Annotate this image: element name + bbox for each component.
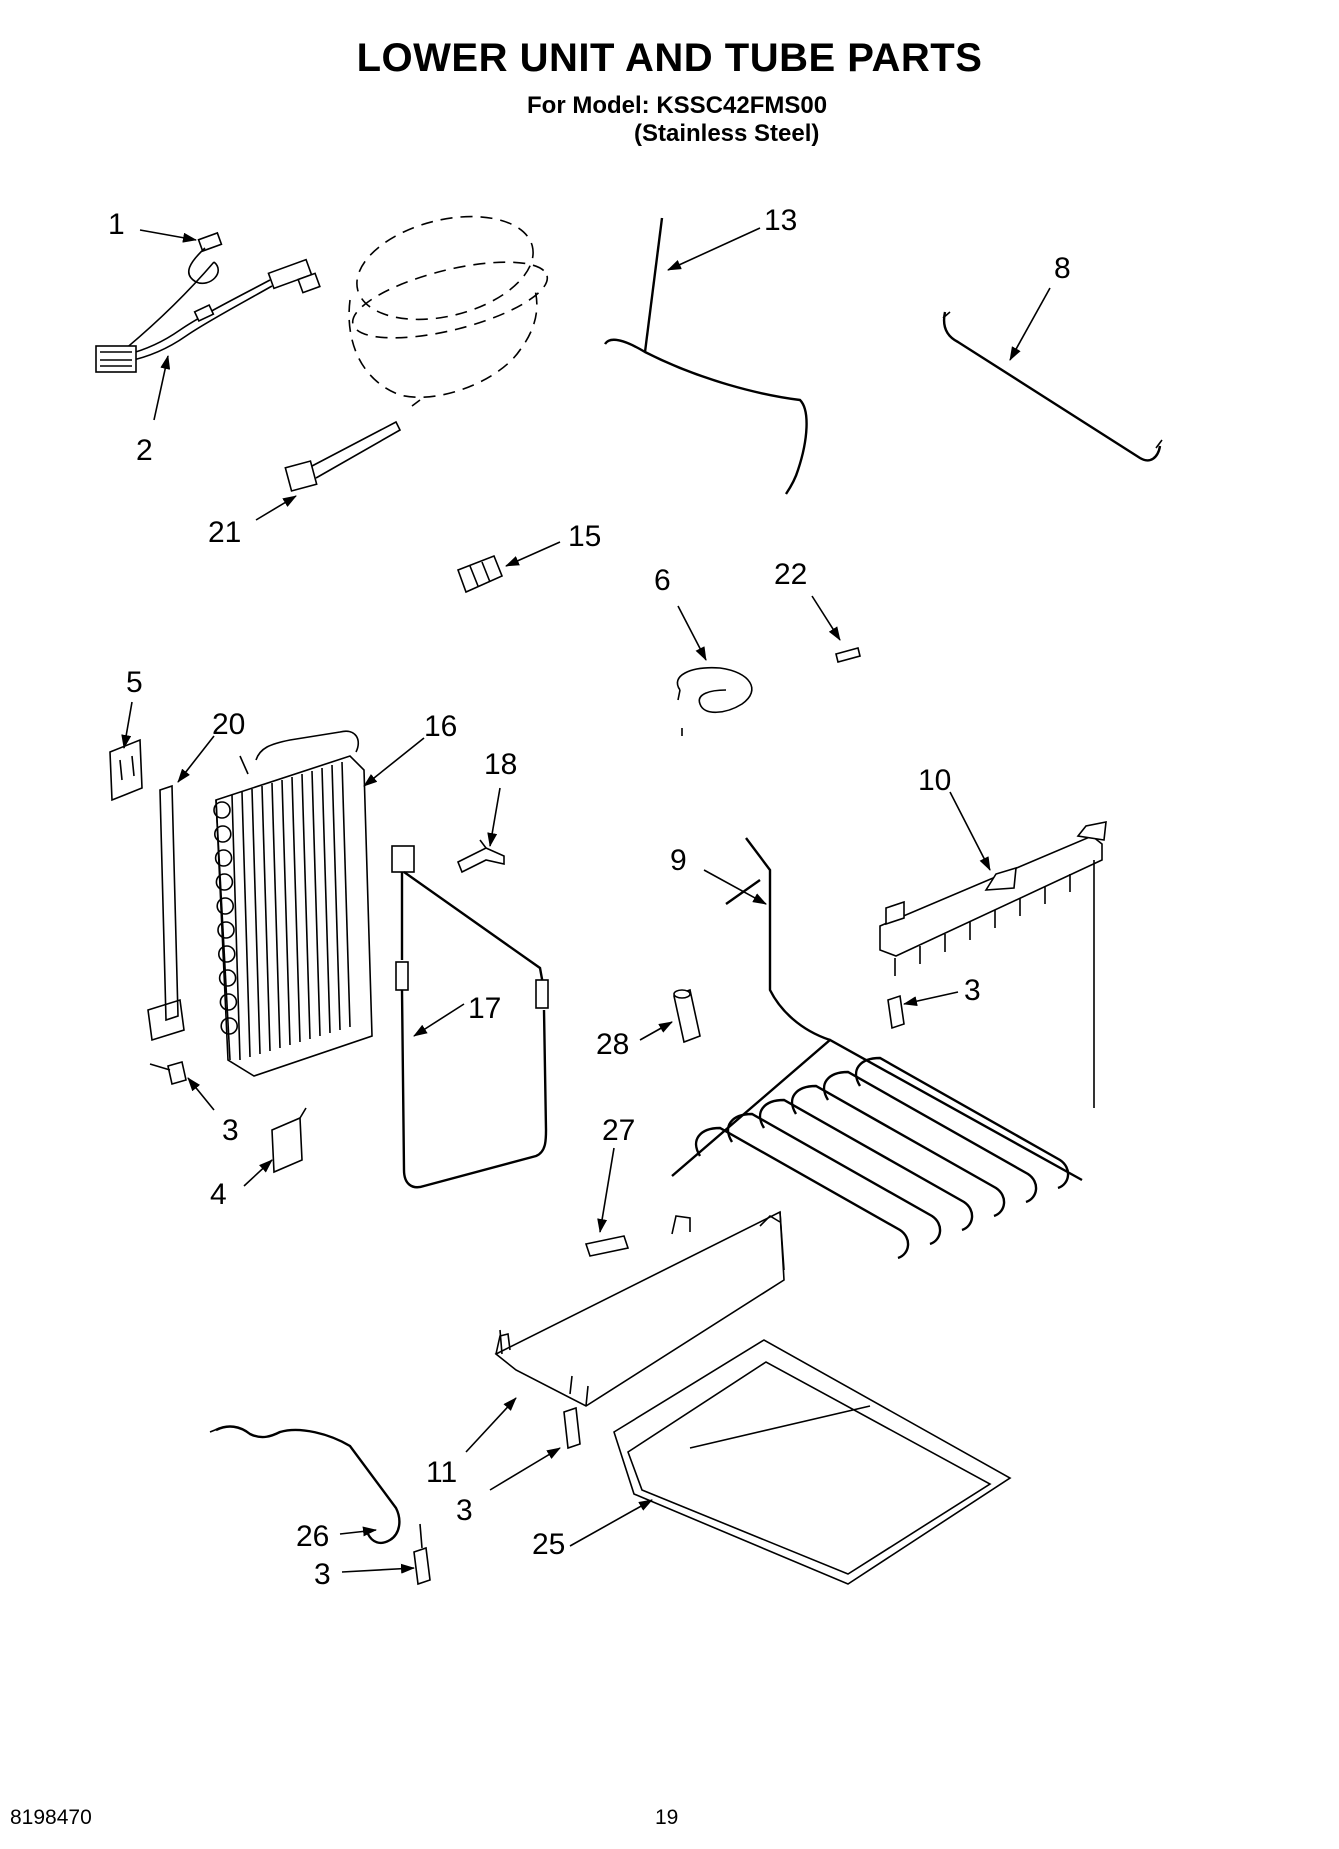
screw-right [887,994,905,1030]
callout-17: 17 [468,992,501,1025]
wiring-harness-part [95,231,321,373]
callout-8: 8 [1054,252,1071,285]
callout-3-center: 3 [456,1494,473,1527]
callout-1: 1 [108,208,125,241]
cable-tie-part [284,420,402,492]
callout-3-left: 3 [222,1114,239,1147]
callout-10: 10 [918,764,951,797]
page-number: 19 [655,1806,679,1829]
tray-bracket-part [494,1210,785,1407]
bracket-part-18 [456,839,505,874]
compressor-outline [348,215,549,407]
callout-18: 18 [484,748,517,781]
callout-26: 26 [296,1520,329,1553]
callout-27: 27 [602,1114,635,1147]
small-clip-part [835,647,861,663]
callout-2: 2 [136,434,153,467]
model-line: For Model: KSSC42FMS00 [527,92,828,119]
heater-tube-part [671,837,1083,1260]
tube-part-8 [942,311,1163,462]
callout-9: 9 [670,844,687,877]
callout-13: 13 [764,204,797,237]
grommet-part [673,988,701,1044]
clip-part [456,554,504,594]
callout-21: 21 [208,516,241,549]
rail-bracket-part [879,821,1107,1108]
capillary-tube-part [603,217,808,495]
screw-left [149,1060,187,1086]
finish-line: (Stainless Steel) [634,120,820,147]
callout-6: 6 [654,564,671,597]
tube-part-26 [209,1425,401,1545]
callout-3-right: 3 [964,974,981,1007]
callout-22: 22 [774,558,807,591]
callout-16: 16 [424,710,457,743]
evaporator-coil-part [213,730,373,1077]
callout-leaders [121,227,1051,1574]
screw-bottom [413,1523,431,1586]
callout-3-bottom: 3 [314,1558,331,1591]
strap-part [147,784,185,1042]
loop-wire-part [676,666,753,736]
callout-labels: 1 2 21 15 13 8 6 22 5 20 16 18 10 9 3 17… [108,204,1071,1591]
page-title: LOWER UNIT AND TUBE PARTS [356,36,983,80]
callout-25: 25 [532,1528,565,1561]
tube-piece-part [584,1235,630,1257]
callout-15: 15 [568,520,601,553]
screw-center [563,1406,581,1450]
callout-11: 11 [426,1456,457,1489]
label-plate-part [109,738,143,802]
document-number: 8198470 [10,1806,92,1829]
callout-4: 4 [210,1178,227,1211]
callout-20: 20 [212,708,245,741]
defrost-heater-part [391,845,549,1189]
model-info: For Model: KSSC42FMS00 (Stainless Steel) [527,92,827,148]
drain-pan-part [613,1339,1012,1585]
callout-5: 5 [126,666,143,699]
callout-28: 28 [596,1028,629,1061]
bracket-part-4 [271,1107,307,1174]
